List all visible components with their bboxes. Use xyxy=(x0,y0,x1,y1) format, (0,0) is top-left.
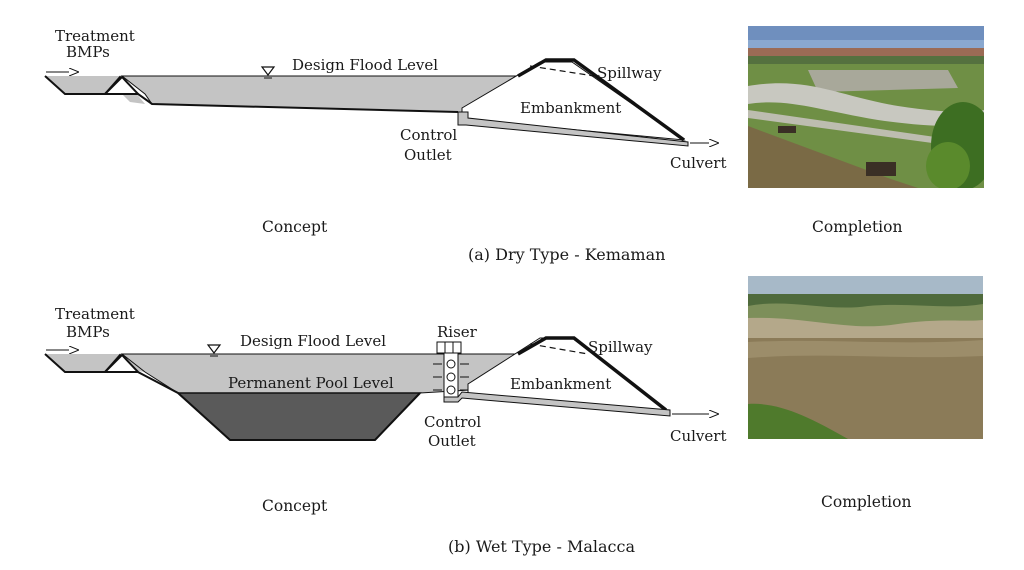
culvert-label: Culvert xyxy=(670,154,726,172)
control-outlet-label-line2: Outlet xyxy=(404,146,452,164)
embankment-label: Embankment xyxy=(520,99,621,117)
treatment-bmp-mound xyxy=(102,353,141,373)
treatment-bmp-mound xyxy=(102,75,141,95)
spillway-line xyxy=(529,65,595,77)
permanent-pool-area xyxy=(176,392,422,441)
spillway-label: Spillway xyxy=(588,338,653,356)
riser-label: Riser xyxy=(437,323,478,341)
riser-structure xyxy=(433,341,469,398)
design-flood-level-label: Design Flood Level xyxy=(292,56,438,74)
embankment-crest xyxy=(517,58,686,142)
dry-pond-completion-photo xyxy=(748,26,984,188)
caption-b: (b) Wet Type - Malacca xyxy=(448,537,635,556)
control-outlet-label-line1: Control xyxy=(424,413,481,431)
completion-label-b: Completion xyxy=(821,493,912,511)
culvert-label: Culvert xyxy=(670,427,726,445)
embankment-crest xyxy=(517,336,668,412)
flood-water-area xyxy=(120,75,522,113)
embankment-label: Embankment xyxy=(510,375,611,393)
design-flood-level-label: Design Flood Level xyxy=(240,332,386,350)
water-level-symbol xyxy=(260,66,276,79)
dry-pond-concept-diagram: Treatment BMPs Design Flood Level Spillw… xyxy=(44,27,726,172)
ground-line xyxy=(44,75,459,113)
completion-label-a: Completion xyxy=(812,218,903,236)
wet-pond-completion-photo xyxy=(748,276,983,439)
treatment-label-line2: BMPs xyxy=(66,323,110,341)
concept-label-a: Concept xyxy=(262,218,328,236)
control-outlet-label-line1: Control xyxy=(400,126,457,144)
treatment-label-line1: Treatment xyxy=(55,27,135,45)
control-outlet-label-line2: Outlet xyxy=(428,432,476,450)
permanent-pool-level-label: Permanent Pool Level xyxy=(228,374,394,392)
spillway-label: Spillway xyxy=(597,64,662,82)
culvert-pipe xyxy=(443,391,671,417)
treatment-label-line2: BMPs xyxy=(66,43,110,61)
wet-pond-concept-diagram: Treatment BMPs Design Flood Level Riser … xyxy=(44,305,726,450)
treatment-label-line1: Treatment xyxy=(55,305,135,323)
concept-label-b: Concept xyxy=(262,497,328,515)
culvert-pipe xyxy=(457,111,689,147)
water-level-symbol xyxy=(206,344,222,357)
caption-a: (a) Dry Type - Kemaman xyxy=(468,245,666,264)
